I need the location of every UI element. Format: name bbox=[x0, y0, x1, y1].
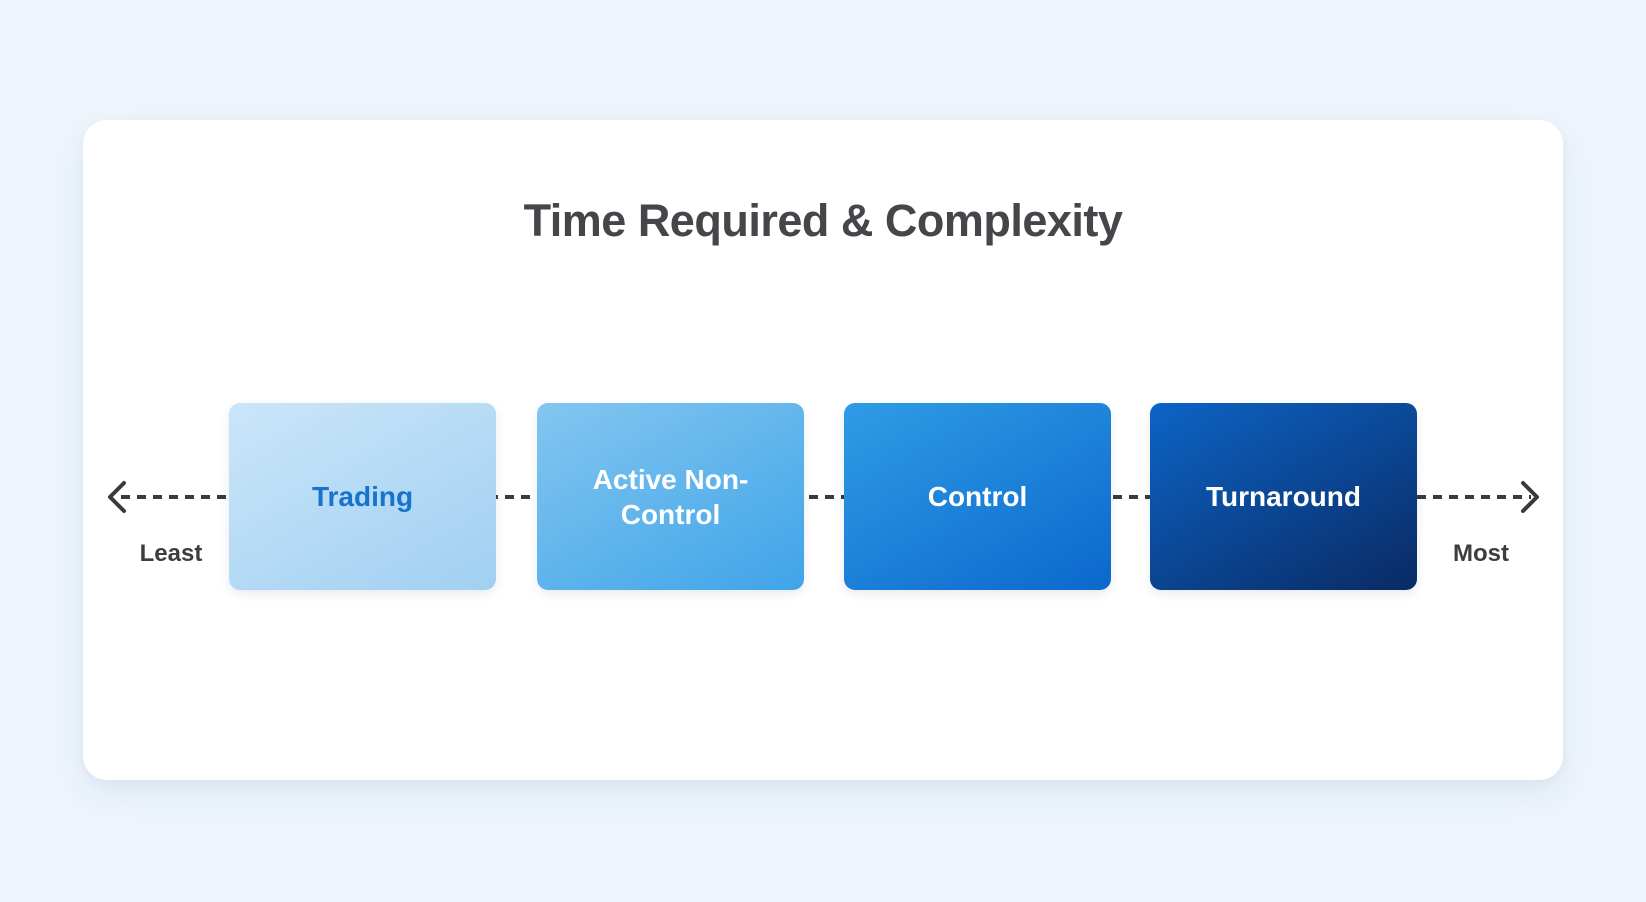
stage-label: Active Non-Control bbox=[592, 463, 749, 530]
diagram-card: Time Required & Complexity Trading Activ… bbox=[83, 120, 1563, 780]
stage-box-turnaround: Turnaround bbox=[1150, 403, 1417, 590]
stage-label: Trading bbox=[311, 481, 414, 512]
diagram-title: Time Required & Complexity bbox=[523, 195, 1123, 246]
axis-label-least: Least bbox=[139, 540, 203, 567]
axis-label-most: Most bbox=[1453, 540, 1509, 567]
complexity-axis: Trading Active Non-Control Control Turna… bbox=[83, 120, 1563, 780]
stage-label: Turnaround bbox=[1205, 481, 1361, 512]
arrow-left-icon bbox=[108, 481, 126, 513]
stage-box-active-non-control: Active Non-Control bbox=[537, 403, 804, 590]
stage-label: Control bbox=[927, 481, 1028, 512]
dashed-axis-line bbox=[121, 495, 1531, 499]
arrow-right-icon bbox=[1521, 481, 1539, 513]
stage-box-control: Control bbox=[844, 403, 1111, 590]
stage-box-trading: Trading bbox=[229, 403, 496, 590]
